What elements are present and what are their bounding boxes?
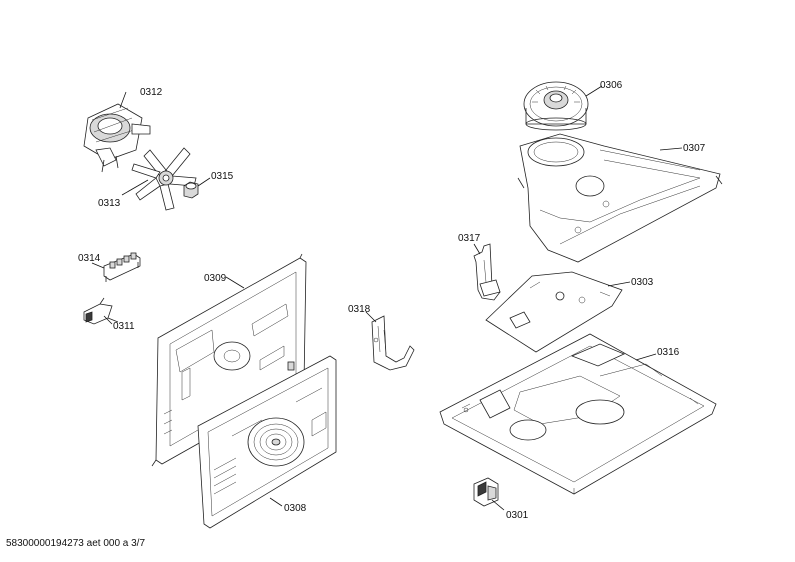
label-0311: 0311	[113, 321, 135, 332]
label-0309: 0309	[204, 273, 227, 284]
part-0301-socket[interactable]	[473, 477, 499, 507]
part-0313-fan-blade[interactable]	[131, 147, 197, 211]
part-0308-fan-cover[interactable]	[197, 355, 337, 529]
label-0314: 0314	[78, 253, 101, 264]
label-0303: 0303	[631, 277, 654, 288]
part-0307-fan-housing[interactable]	[517, 133, 723, 263]
part-0312-fan-motor[interactable]	[83, 103, 151, 173]
document-footer-code: 58300000194273 aet 000 a 3/7	[6, 538, 146, 549]
part-0311-clip[interactable]	[83, 297, 119, 325]
label-0308: 0308	[284, 503, 307, 514]
part-0314-terminal-block[interactable]	[103, 252, 141, 282]
label-0312: 0312	[140, 87, 163, 98]
label-0313: 0313	[98, 198, 121, 209]
label-0317: 0317	[458, 233, 481, 244]
part-0315-nut[interactable]	[183, 181, 199, 199]
label-0306: 0306	[600, 80, 623, 91]
label-0318: 0318	[348, 304, 371, 315]
part-0306-fan-wheel[interactable]	[523, 81, 589, 131]
part-0316-cavity-base[interactable]	[439, 333, 717, 495]
part-0318-bracket[interactable]	[371, 315, 415, 371]
label-0315: 0315	[211, 171, 234, 182]
part-0303-insulation-sheet[interactable]	[485, 271, 623, 353]
label-0316: 0316	[657, 347, 680, 358]
label-0301: 0301	[506, 510, 529, 521]
part-0317-bracket[interactable]	[473, 243, 501, 301]
label-0307: 0307	[683, 143, 706, 154]
